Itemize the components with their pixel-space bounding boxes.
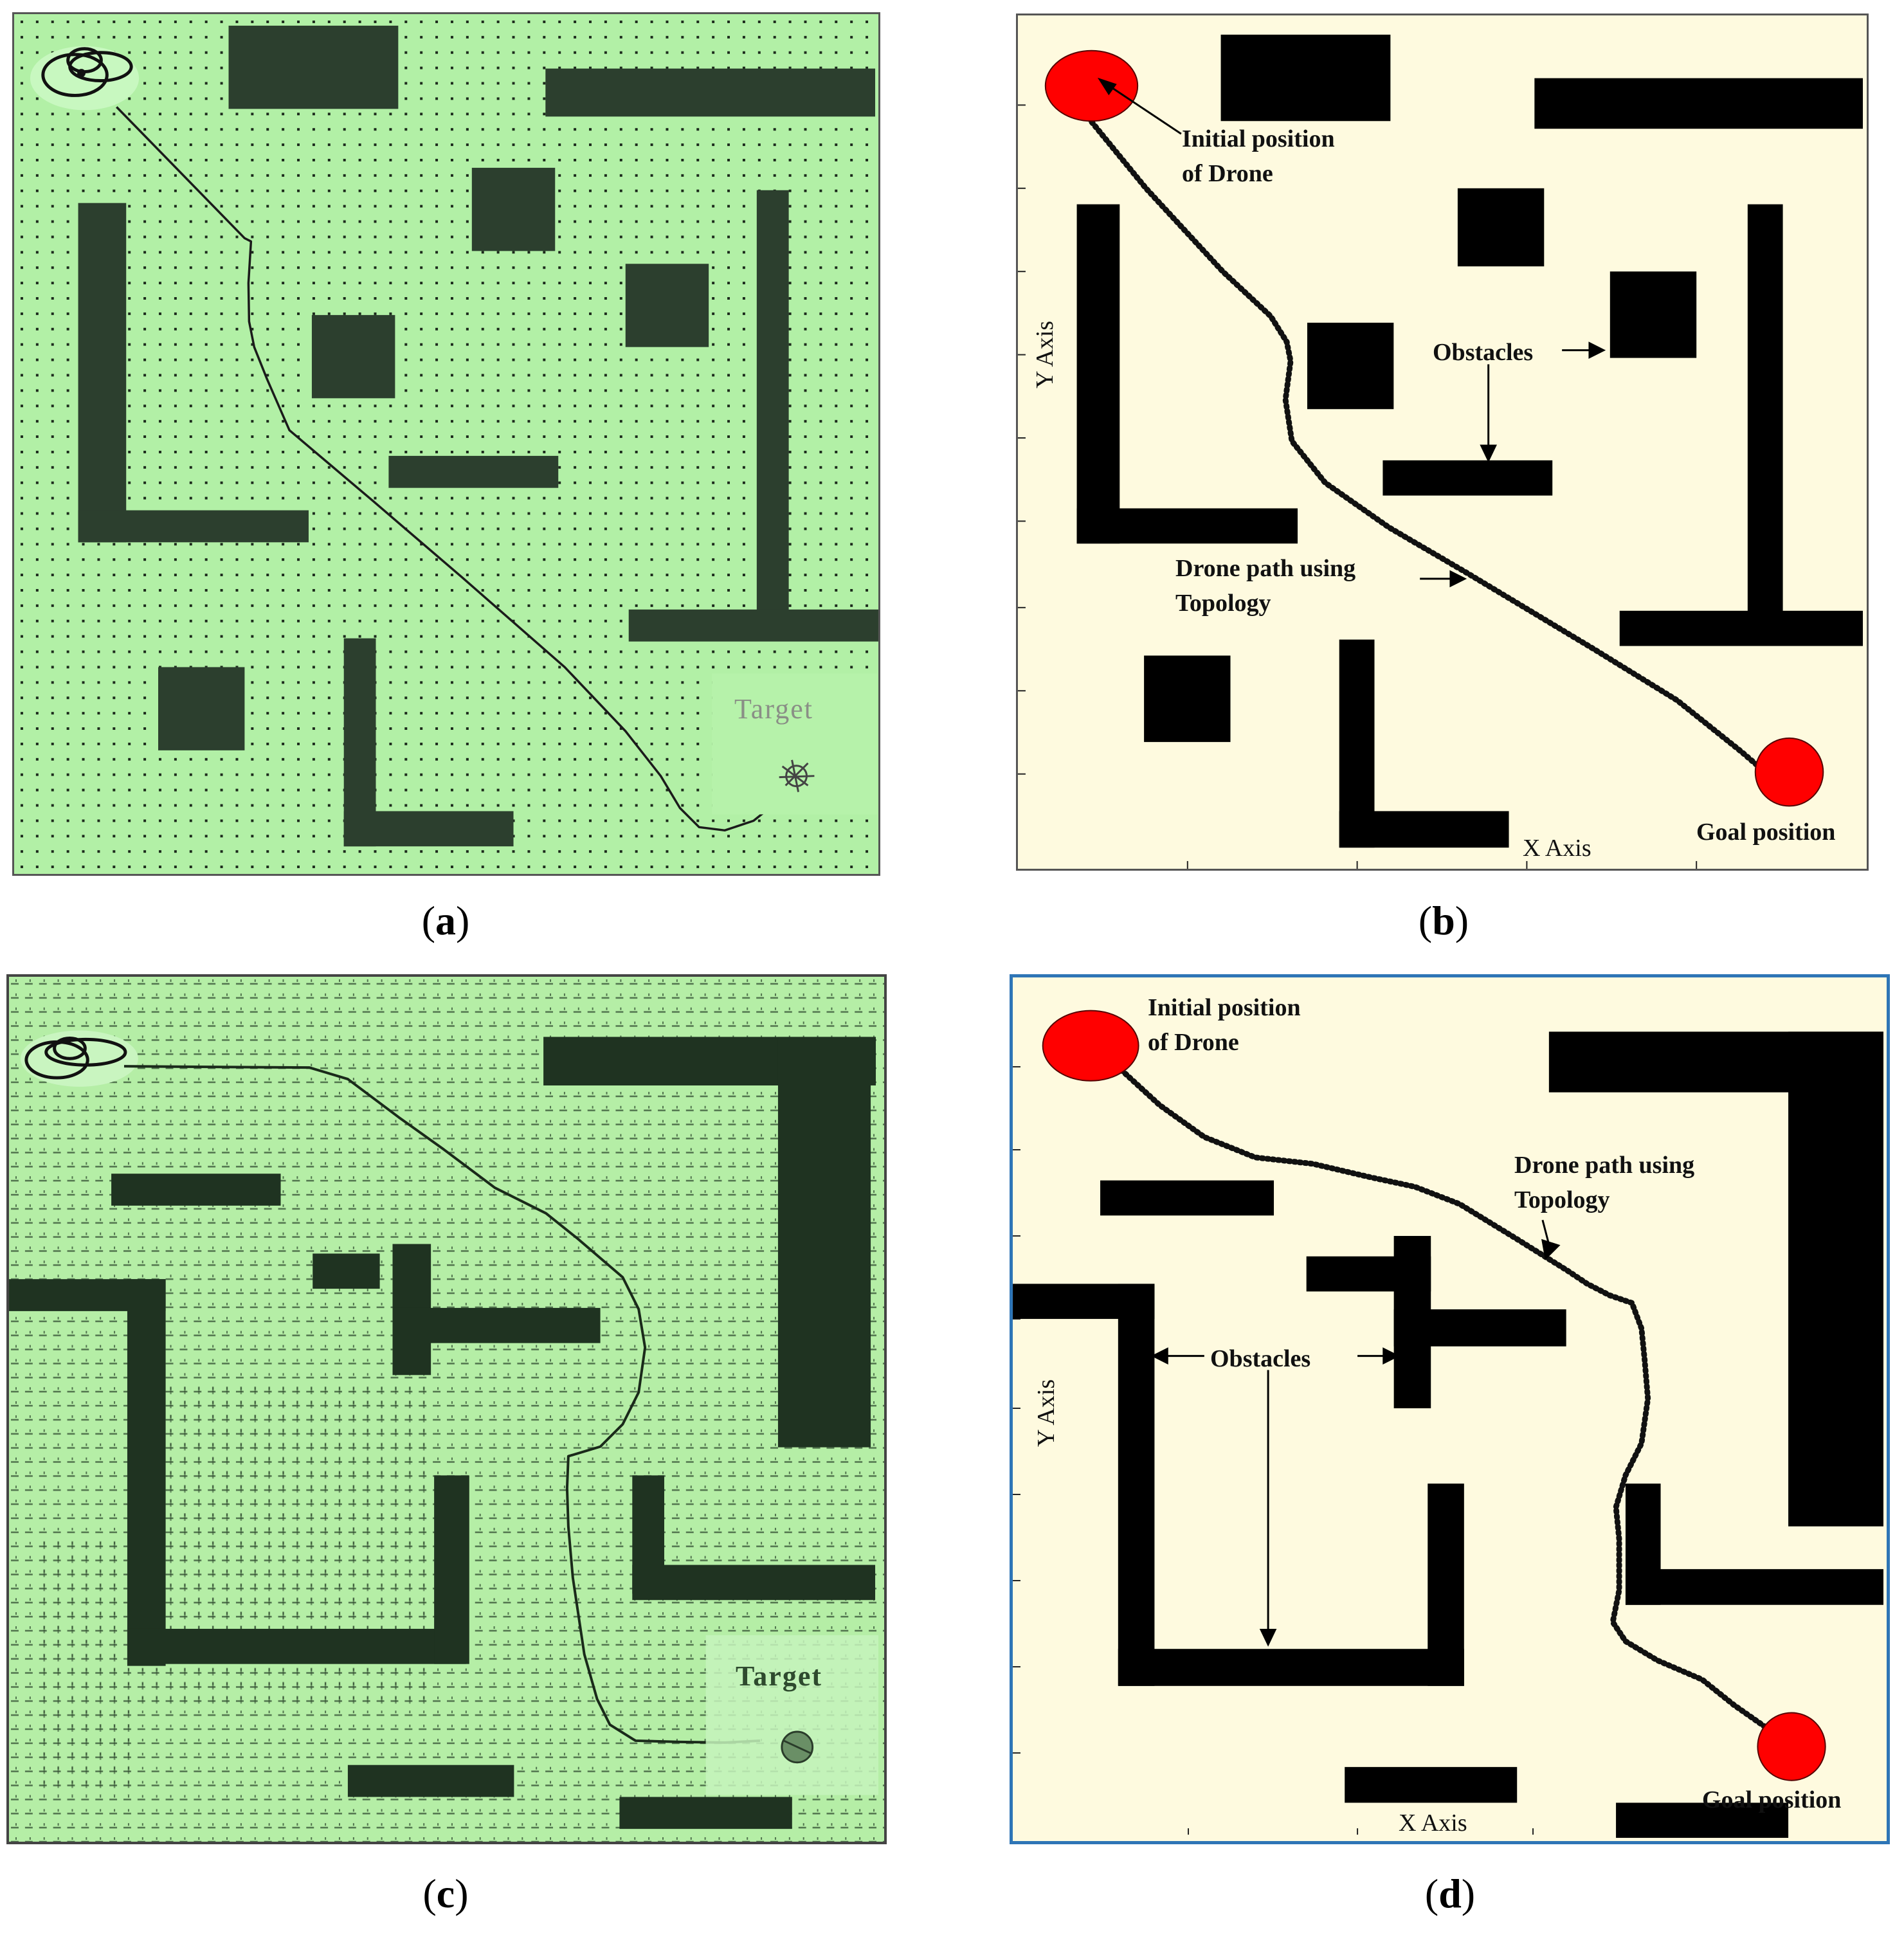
obstacle — [1393, 1309, 1566, 1347]
obstacles-label: Obstacles — [1210, 1345, 1311, 1372]
target-label: Target — [736, 1660, 823, 1692]
obstacle — [388, 455, 559, 488]
drone-path — [116, 106, 777, 832]
obstacle — [1339, 811, 1509, 848]
drone-icon — [41, 47, 133, 97]
vector-field-region — [34, 1539, 137, 1795]
obstacle — [1457, 188, 1545, 267]
obstacle — [1625, 1569, 1883, 1605]
obstacles-d — [1013, 1031, 1883, 1838]
obstacle — [1345, 1766, 1518, 1803]
target-area — [712, 673, 877, 815]
goal-position-label: Goal position — [1696, 819, 1836, 846]
panel-a-artificial-potential-field-map: Target — [12, 12, 880, 876]
obstacle — [471, 167, 556, 251]
annotation-arrows-d — [1151, 1219, 1561, 1647]
target-icon — [781, 1730, 814, 1764]
y-axis-label: Y Axis — [1031, 320, 1058, 388]
caption-b: (b) — [1418, 898, 1469, 943]
goal-position-marker — [1757, 1712, 1826, 1781]
start-highlight — [20, 1030, 138, 1087]
caption-c: (c) — [422, 1871, 469, 1916]
obstacle — [1118, 1649, 1464, 1686]
obstacle — [756, 190, 789, 626]
obstacle — [777, 1037, 871, 1447]
obstacle — [1747, 204, 1783, 640]
obstacle — [1220, 34, 1391, 122]
caption-d: (d) — [1424, 1871, 1476, 1916]
obstacle — [78, 510, 309, 543]
obstacle — [1534, 78, 1863, 129]
obstacle — [313, 1253, 380, 1289]
panel-b-topology-path-map: Initial position of Drone Obstacles Dron… — [1016, 14, 1869, 871]
target-icon — [779, 759, 815, 792]
obstacle — [628, 609, 878, 642]
obstacle — [1619, 610, 1863, 646]
obstacle — [1076, 508, 1298, 544]
obstacles-a — [78, 25, 878, 847]
panel-b-map-canvas — [1018, 34, 1863, 869]
obstacle — [1100, 1180, 1274, 1216]
obstacles-label: Obstacles — [1433, 339, 1534, 366]
initial-position-marker — [1044, 50, 1139, 122]
caption-a: (a) — [421, 898, 470, 943]
obstacle — [1383, 460, 1553, 496]
obstacle — [632, 1565, 876, 1601]
obstacle — [1428, 1484, 1464, 1686]
obstacle — [1076, 204, 1120, 544]
panel-d-topology-path-map: Initial position of Drone Obstacles Dron… — [1010, 974, 1890, 1844]
target-label: Target — [734, 693, 813, 725]
initial-position-label: Initial position of Drone — [1182, 125, 1335, 187]
obstacle — [127, 1279, 166, 1666]
goal-position-marker — [1754, 737, 1824, 807]
drone-path-label: Drone path using Topology — [1514, 1152, 1695, 1213]
axis-ticks-b — [1018, 104, 1698, 869]
obstacle — [111, 1174, 281, 1206]
obstacles-c — [9, 1037, 876, 1829]
drone-icon — [24, 1036, 127, 1080]
obstacle — [625, 264, 709, 347]
obstacle — [347, 1765, 514, 1797]
obstacles-b — [1076, 34, 1863, 848]
obstacle — [434, 1475, 469, 1664]
obstacle — [158, 667, 245, 750]
panel-d-map-canvas — [1013, 1010, 1883, 1838]
x-axis-label: X Axis — [1399, 1810, 1467, 1837]
obstacle — [1144, 655, 1231, 742]
y-axis-label: Y Axis — [1033, 1379, 1060, 1447]
annotation-arrows-b — [1097, 77, 1606, 588]
axis-ticks-d — [1013, 1066, 1707, 1835]
target-area — [705, 1635, 879, 1795]
obstacle — [228, 25, 399, 109]
obstacle — [127, 1628, 466, 1664]
obstacle — [619, 1797, 792, 1829]
panel-c-map-canvas — [9, 977, 884, 1842]
panel-c-vector-field-map: Target — [6, 974, 887, 1844]
obstacle — [78, 203, 127, 543]
drone-path-label: Drone path using Topology — [1175, 555, 1356, 617]
obstacle — [1616, 1802, 1789, 1838]
obstacle — [1788, 1031, 1883, 1527]
initial-position-label: Initial position of Drone — [1148, 994, 1301, 1056]
drone-path — [1118, 1067, 1769, 1730]
obstacle — [392, 1307, 601, 1343]
obstacle — [343, 811, 514, 847]
obstacle — [311, 314, 395, 399]
obstacle — [545, 68, 876, 117]
panel-a-map-canvas — [14, 14, 878, 874]
drone-path — [123, 1065, 761, 1744]
initial-position-marker — [1042, 1010, 1139, 1082]
obstacle — [1307, 322, 1394, 410]
drone-path — [1085, 114, 1767, 774]
obstacle — [1118, 1284, 1155, 1686]
goal-position-label: Goal position — [1702, 1786, 1842, 1813]
x-axis-label: X Axis — [1523, 835, 1591, 862]
obstacle — [1609, 271, 1697, 358]
